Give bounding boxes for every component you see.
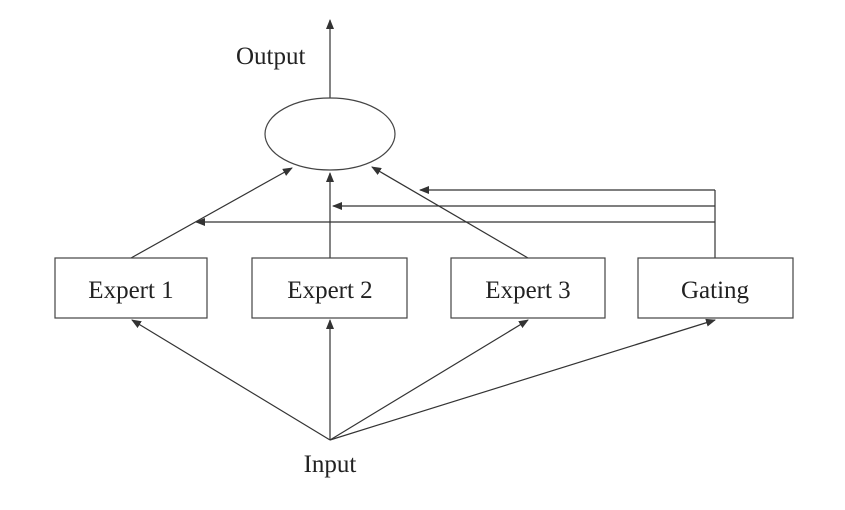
edge-input-to-gating: [329, 318, 716, 441]
expert-1-label: Expert 1: [88, 277, 173, 304]
expert-2-node: Expert 2: [251, 257, 408, 319]
expert-1-node: Expert 1: [54, 257, 208, 319]
edge-input-to-expert-3: [329, 319, 529, 441]
combiner-node: [264, 97, 396, 171]
input-label: Input: [304, 451, 357, 478]
edge-input-to-expert-1: [131, 319, 331, 441]
edge-expert-3-to-combiner: [371, 166, 529, 259]
edge-expert-1-to-combiner: [130, 167, 293, 259]
expert-3-node: Expert 3: [450, 257, 606, 319]
gating-label: Gating: [681, 277, 750, 304]
expert-3-label: Expert 3: [485, 277, 570, 304]
expert-2-label: Expert 2: [287, 277, 372, 304]
gating-node: Gating: [637, 257, 794, 319]
output-label: Output: [236, 43, 306, 70]
